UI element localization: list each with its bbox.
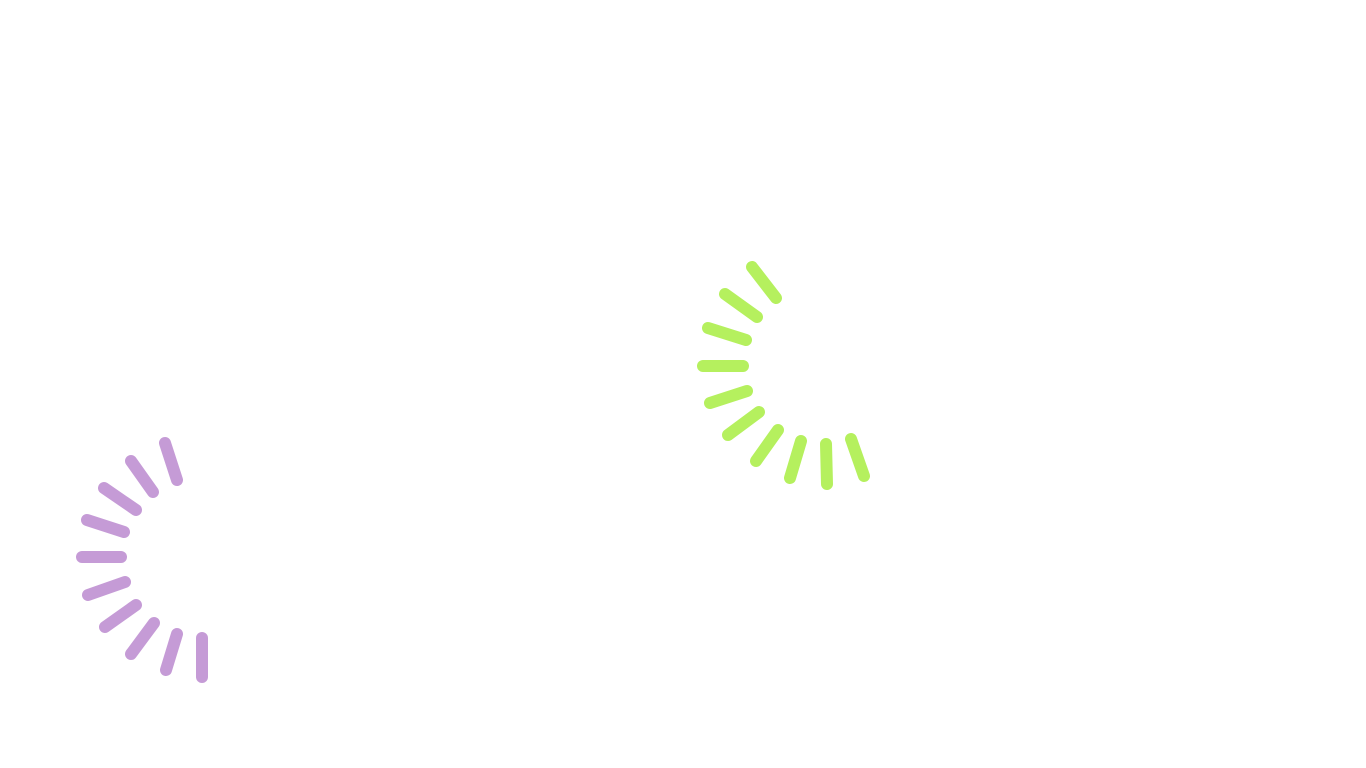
spinner-green-segment [702, 322, 752, 346]
spinner-green-segment [750, 424, 784, 467]
spinner-purple-segment [125, 455, 159, 498]
spinner-green-segment [722, 406, 765, 441]
spinner-purple-segment [99, 599, 142, 633]
spinner-green [697, 261, 870, 490]
spinner-purple-segment [159, 437, 183, 486]
spinner-purple-segment [98, 482, 142, 516]
spinner-green-segment [719, 288, 763, 323]
spinner-purple-segment [160, 628, 183, 676]
spinner-purple-segment [125, 617, 160, 660]
spinner-purple-segment [82, 576, 131, 601]
spinner-green-segment [820, 438, 833, 490]
spinner-purple-segment [81, 514, 130, 538]
spinner-green-segment [845, 433, 870, 482]
spinner-green-segment [704, 385, 753, 409]
spinner-green-segment [746, 261, 782, 304]
spinner-purple [76, 437, 208, 683]
spinner-green-segment [784, 435, 807, 484]
